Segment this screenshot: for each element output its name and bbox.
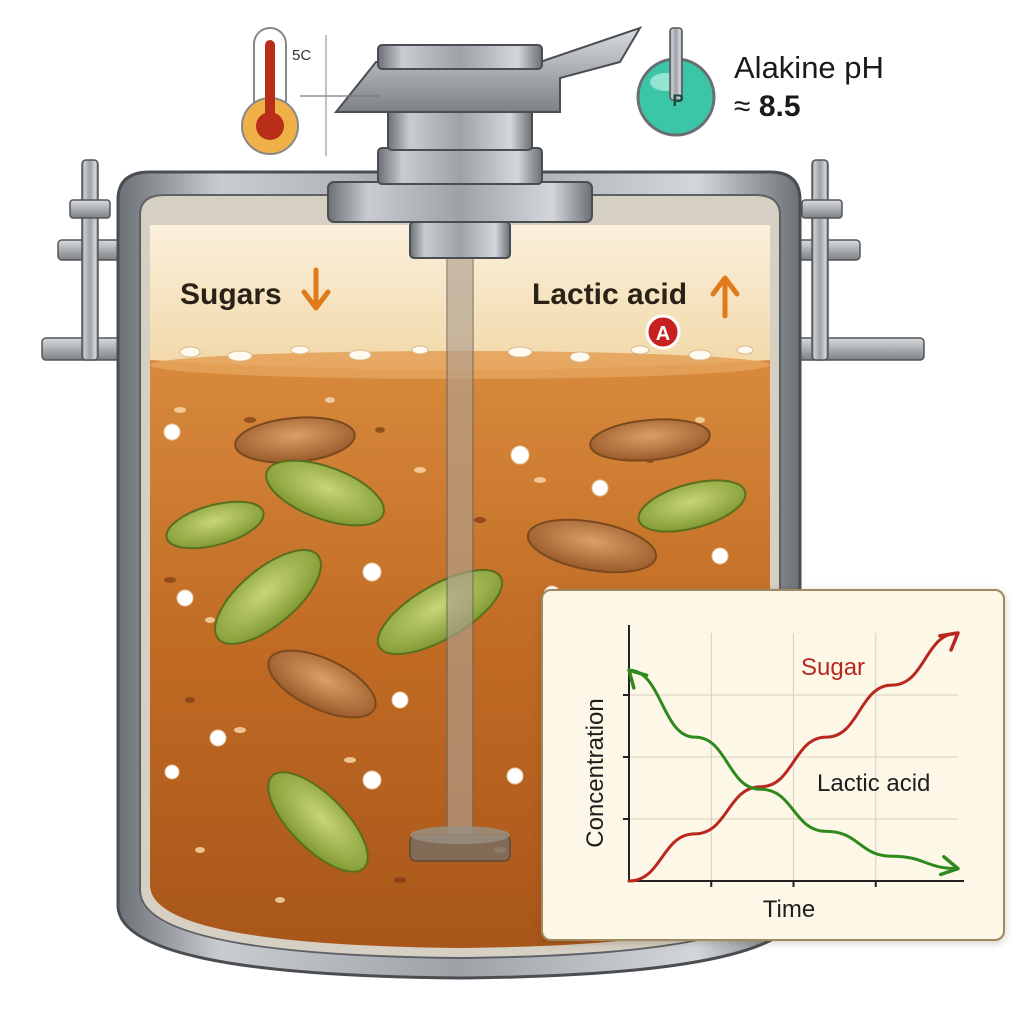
thermometer-icon — [241, 27, 380, 156]
series-arrow-end-sugar — [938, 631, 960, 652]
series-line-sugar — [627, 631, 960, 883]
sugars-down-arrow-icon — [301, 267, 331, 311]
agitator — [409, 249, 511, 862]
thermometer-reading: 5C — [292, 47, 312, 64]
right-valve-assembly — [789, 159, 925, 361]
sugars-label: Sugars — [180, 278, 282, 311]
series-line-lactic-acid — [627, 668, 960, 871]
foam-particles — [179, 345, 754, 363]
series-label-sugar: Sugar — [801, 654, 865, 681]
lactic-up-arrow-icon — [710, 275, 740, 319]
ph-title: Alakine pH — [734, 50, 884, 85]
series-arrow-start-lactic-acid — [627, 668, 649, 690]
ph-value-line: ≈ 8.5 — [734, 90, 801, 124]
pickles — [165, 416, 747, 873]
ph-approx-symbol: ≈ — [734, 90, 759, 123]
ph-value: 8.5 — [758, 90, 801, 123]
chart-axes — [623, 625, 964, 887]
lactic-acid-label: Lactic acid — [532, 278, 688, 311]
series-arrow-end-lactic-acid — [938, 855, 960, 877]
series-label-lactic-acid: Lactic acid — [817, 770, 930, 797]
acid-badge-icon: A — [645, 314, 681, 350]
acid-badge-letter: A — [656, 323, 670, 345]
lid-motor-assembly — [327, 26, 643, 259]
ph-meter-letter: P — [672, 91, 683, 110]
chart-y-axis-label: Concentration — [582, 698, 609, 847]
chart-x-axis-label: Time — [763, 896, 815, 923]
chart-grid — [629, 633, 958, 881]
ph-meter-icon — [636, 27, 716, 137]
mash-specks — [163, 397, 729, 903]
